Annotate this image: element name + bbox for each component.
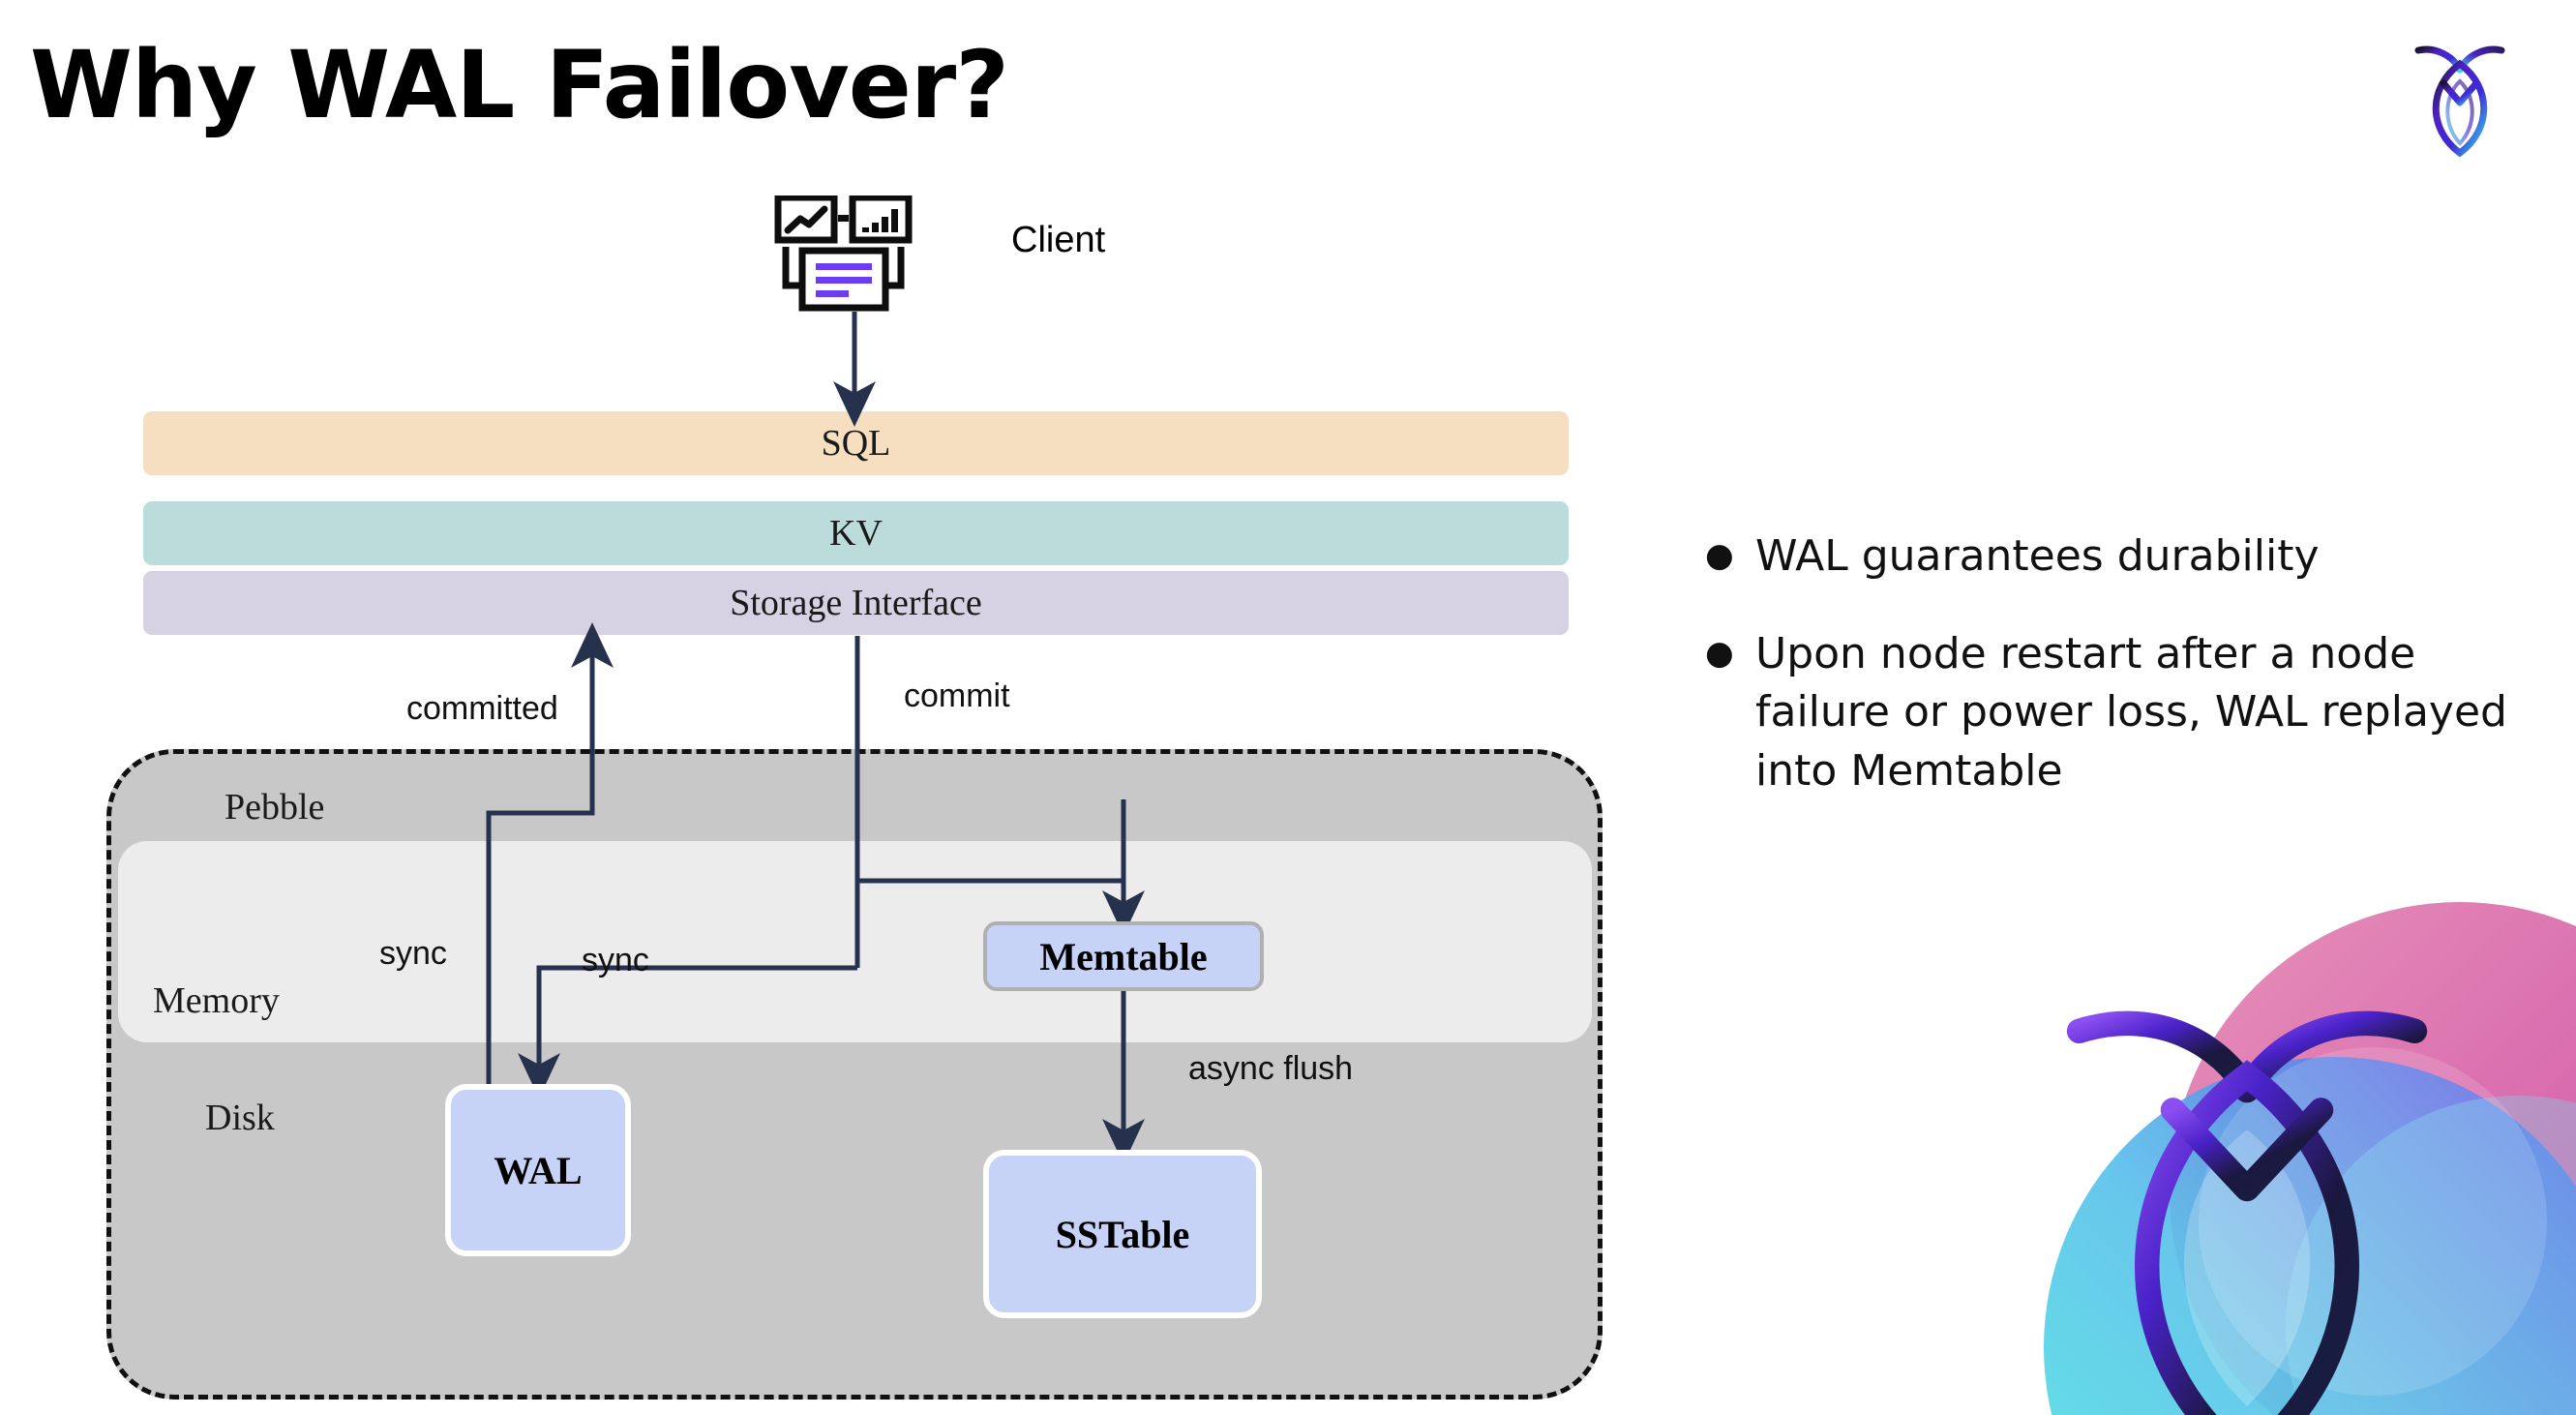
bullet-marker-icon: ● (1705, 633, 1734, 673)
layer-bar-kv: KV (143, 501, 1569, 565)
list-item: ● WAL guarantees durability (1705, 527, 2508, 587)
list-item: ● Upon node restart after a node failure… (1705, 625, 2508, 801)
pebble-label: Pebble (225, 787, 325, 828)
layer-label-storage-interface: Storage Interface (730, 583, 982, 623)
decorative-logo-artwork (1918, 873, 2576, 1415)
client-label: Client (1011, 220, 1106, 260)
node-wal: WAL (445, 1084, 631, 1256)
layer-label-kv: KV (829, 513, 883, 554)
bullet-list: ● WAL guarantees durability ● Upon node … (1705, 527, 2508, 840)
client-dashboard-icon (774, 194, 929, 312)
edge-label-async-flush: async flush (1188, 1050, 1354, 1087)
bullet-text: WAL guarantees durability (1755, 531, 2320, 581)
node-sstable: SSTable (983, 1150, 1262, 1318)
node-label-memtable: Memtable (1039, 934, 1208, 978)
node-label-sstable: SSTable (1055, 1212, 1190, 1256)
node-label-wal: WAL (494, 1148, 583, 1192)
layer-label-sql: SQL (821, 423, 891, 464)
disk-label: Disk (205, 1098, 275, 1138)
memory-region (118, 841, 1592, 1042)
edge-label-committed: committed (406, 690, 558, 727)
layer-bar-storage-interface: Storage Interface (143, 571, 1569, 635)
page-title: Why WAL Failover? (30, 31, 1009, 139)
bullet-marker-icon: ● (1705, 536, 1734, 575)
edge-label-sync-left: sync (379, 935, 447, 972)
memory-label: Memory (153, 980, 280, 1021)
bullet-text: Upon node restart after a node failure o… (1755, 628, 2507, 797)
edge-label-commit: commit (904, 677, 1010, 714)
layer-bar-sql: SQL (143, 411, 1569, 475)
node-memtable: Memtable (983, 921, 1264, 991)
edge-label-sync-right: sync (582, 942, 649, 978)
cockroachdb-logo-icon (2407, 35, 2513, 161)
